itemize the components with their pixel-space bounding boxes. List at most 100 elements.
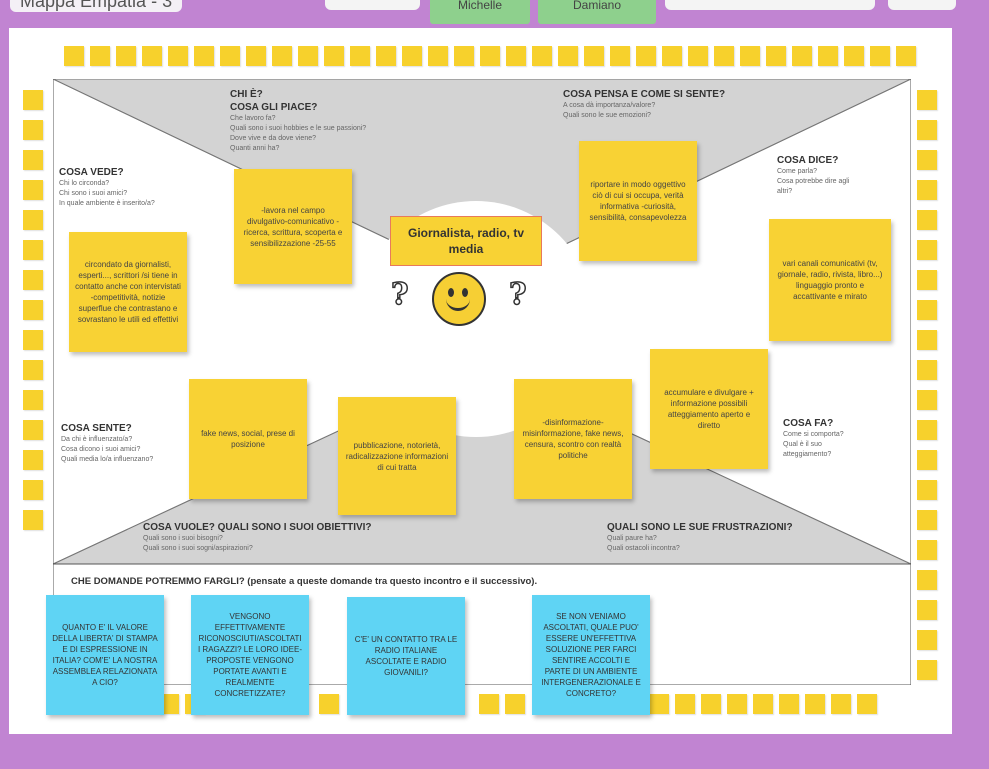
edge-note <box>23 390 43 410</box>
section-heading: COSA PENSA E COME SI SENTE? <box>563 89 726 100</box>
edge-note <box>142 46 162 66</box>
edge-note <box>298 46 318 66</box>
edge-note <box>917 360 937 380</box>
section-question: Come si comporta? <box>783 431 844 438</box>
edge-note <box>917 630 937 650</box>
edge-note <box>917 570 937 590</box>
section-question: Quali paure ha? <box>607 535 657 542</box>
question-note[interactable]: C'E' UN CONTATTO TRA LE RADIO ITALIANE A… <box>347 597 465 715</box>
edge-note <box>917 150 937 170</box>
edge-note <box>740 46 760 66</box>
section-question: atteggiamento? <box>783 451 832 458</box>
edge-note <box>23 450 43 470</box>
section-question: Chi sono i suoi amici? <box>59 190 128 197</box>
edge-note <box>818 46 838 66</box>
edge-note <box>376 46 396 66</box>
edge-note <box>805 694 825 714</box>
section-fa: COSA FA? Come si comporta? Qual è il suo… <box>783 417 844 460</box>
sticky-note-fa[interactable]: accumulare e divulgare + informazione po… <box>650 349 768 469</box>
smile-icon <box>446 294 470 311</box>
edge-note <box>831 694 851 714</box>
edge-note <box>23 420 43 440</box>
question-note[interactable]: VENGONO EFFETTIVAMENTE RICONOSCIUTI/ASCO… <box>191 595 309 715</box>
question-note[interactable]: SE NON VENIAMO ASCOLTATI, QUALE PUO' ESS… <box>532 595 650 715</box>
edge-note <box>23 510 43 530</box>
edge-note <box>917 180 937 200</box>
section-heading: COSA VEDE? <box>59 167 124 178</box>
edge-note <box>649 694 669 714</box>
edge-note <box>319 694 339 714</box>
eye-icon <box>462 288 468 297</box>
edge-note <box>402 46 422 66</box>
sticky-note-vede[interactable]: circondato da giornalisti, esperti..., s… <box>69 232 187 352</box>
section-heading: COSA GLI PIACE? <box>230 102 318 113</box>
edge-note <box>917 540 937 560</box>
top-toolbar-pill-right <box>665 0 875 10</box>
collaborator-tab-michelle[interactable]: Michelle <box>430 0 530 24</box>
edge-note <box>662 46 682 66</box>
top-toolbar-pill <box>325 0 420 10</box>
edge-note <box>23 270 43 290</box>
edge-note <box>917 210 937 230</box>
edge-note <box>917 240 937 260</box>
edge-note <box>917 660 937 680</box>
section-heading: COSA DICE? <box>777 155 839 166</box>
section-question: Quali media lo/a influenzano? <box>61 456 154 463</box>
section-heading: COSA VUOLE? QUALI SONO I SUOI OBIETTIVI? <box>143 522 372 533</box>
edge-note <box>917 600 937 620</box>
edge-note <box>727 694 747 714</box>
edge-note <box>23 480 43 500</box>
edge-note <box>23 300 43 320</box>
section-pensa: COSA PENSA E COME SI SENTE? A cosa dà im… <box>563 88 725 121</box>
edge-note <box>844 46 864 66</box>
empathy-map: CHI È? COSA GLI PIACE? Che lavoro fa? Qu… <box>53 79 911 685</box>
persona-title[interactable]: Giornalista, radio, tv media <box>390 216 542 266</box>
sticky-note-vuole[interactable]: pubblicazione, notorietà, radicalizzazio… <box>338 397 456 515</box>
edge-note <box>64 46 84 66</box>
edge-note <box>917 390 937 410</box>
sticky-note-pensa[interactable]: riportare in modo oggettivo ciò di cui s… <box>579 141 697 261</box>
question-mark-icon: ? <box>390 276 409 313</box>
frame-title[interactable]: Mappa Empatia - 3 <box>10 0 183 12</box>
sticky-note-dice[interactable]: vari canali comunicativi (tv, giornale, … <box>769 219 891 341</box>
sticky-note-chi-e[interactable]: -lavora nel campo divulgativo-comunicati… <box>234 169 352 284</box>
question-mark-icon: ? <box>508 276 527 313</box>
edge-note <box>90 46 110 66</box>
edge-note <box>896 46 916 66</box>
section-question: Cosa dicono i suoi amici? <box>61 446 141 453</box>
edge-note <box>505 694 525 714</box>
edge-note <box>917 330 937 350</box>
section-question: Qual è il suo <box>783 441 822 448</box>
section-question: In quale ambiente è inserito/a? <box>59 200 155 207</box>
edge-note <box>506 46 526 66</box>
section-dice: COSA DICE? Come parla? Cosa potrebbe dir… <box>777 154 849 197</box>
edge-note <box>350 46 370 66</box>
edge-note <box>23 360 43 380</box>
section-question: Da chi è influenzato/a? <box>61 436 133 443</box>
smiley-face-icon <box>432 272 486 326</box>
edge-note <box>675 694 695 714</box>
collaborator-tab-damiano[interactable]: Damiano <box>538 0 656 24</box>
edge-note <box>23 180 43 200</box>
section-question: Dove vive e da dove viene? <box>230 135 316 142</box>
edge-note <box>857 694 877 714</box>
section-sente: COSA SENTE? Da chi è influenzato/a? Cosa… <box>61 422 153 465</box>
section-question: Quali sono le sue emozioni? <box>563 112 651 119</box>
edge-note <box>23 330 43 350</box>
sticky-note-frustrazioni[interactable]: -disinformazione-misinformazione, fake n… <box>514 379 632 499</box>
edge-note <box>479 694 499 714</box>
edge-note <box>23 240 43 260</box>
section-question: Quali sono i suoi sogni/aspirazioni? <box>143 545 253 552</box>
section-question: Chi lo circonda? <box>59 180 110 187</box>
edge-note <box>116 46 136 66</box>
edge-note <box>917 450 937 470</box>
edge-note <box>454 46 474 66</box>
edge-note <box>610 46 630 66</box>
edge-note <box>917 270 937 290</box>
sticky-note-sente[interactable]: fake news, social, prese di posizione <box>189 379 307 499</box>
edge-note <box>23 150 43 170</box>
eye-icon <box>448 288 454 297</box>
question-note[interactable]: QUANTO E' IL VALORE DELLA LIBERTA' DI ST… <box>46 595 164 715</box>
section-question: Quali ostacoli incontra? <box>607 545 680 552</box>
edge-note <box>917 480 937 500</box>
